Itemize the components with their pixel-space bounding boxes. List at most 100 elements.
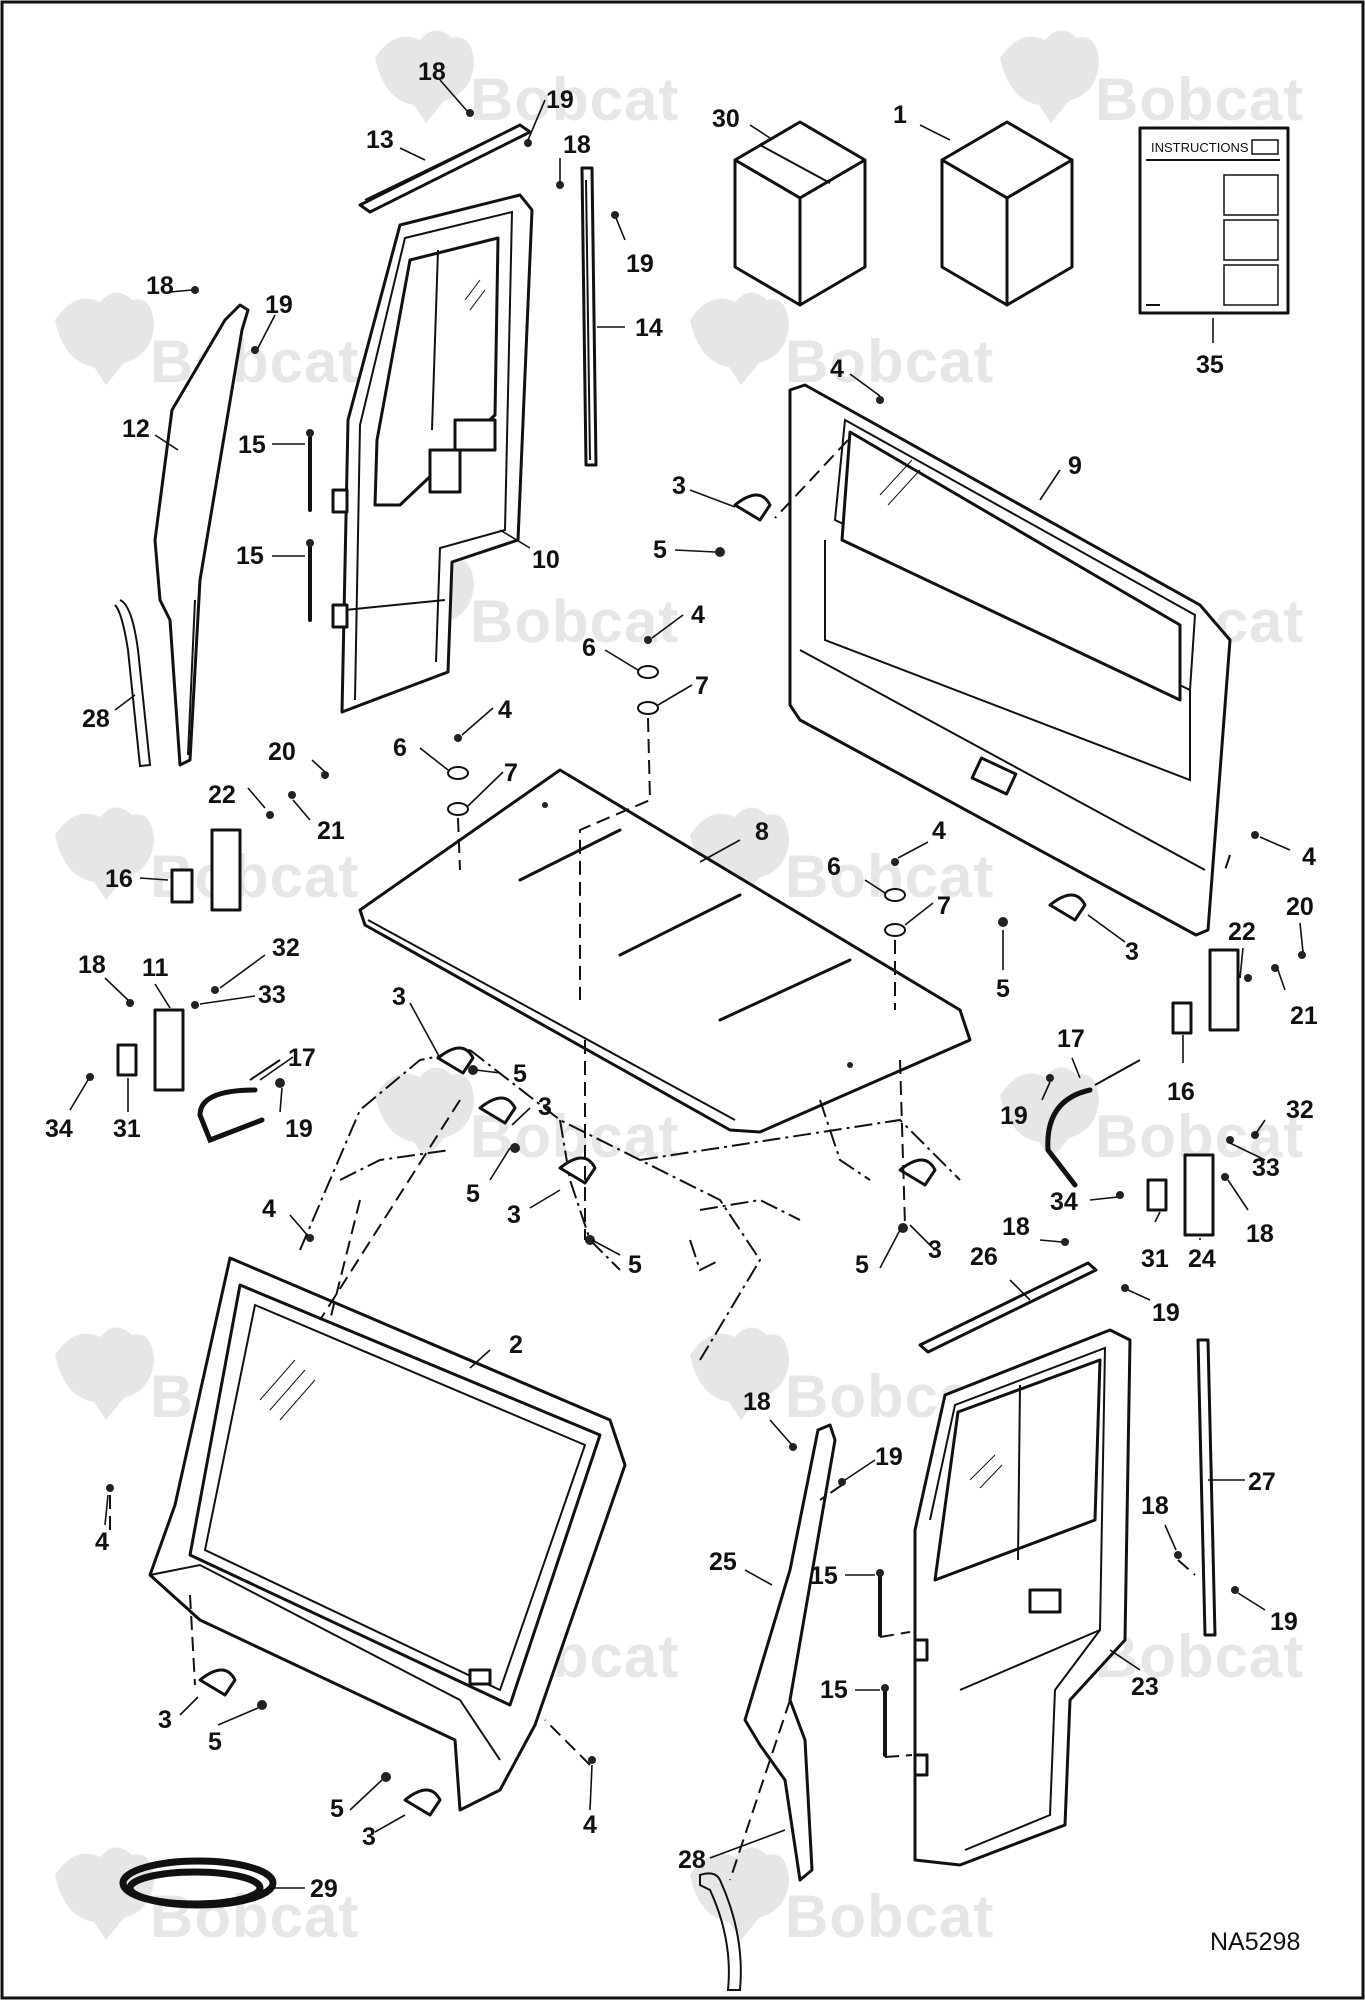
kit-box-1: [940, 120, 1074, 307]
pin-15a: [306, 429, 314, 512]
callout: 3: [158, 1706, 172, 1734]
callout: 7: [504, 759, 518, 787]
callout: 32: [1286, 1096, 1314, 1124]
callout: 35: [1196, 351, 1224, 379]
callout: 32: [272, 934, 300, 962]
bobcat-head-logo-icon: [375, 1067, 474, 1160]
callout: 7: [937, 892, 951, 920]
watermark-text: Bobcat: [470, 588, 679, 655]
watermark-text: Bobcat: [150, 328, 359, 395]
callout: 4: [498, 696, 512, 724]
callout: 3: [1125, 938, 1139, 966]
watermark-text: Bobcat: [1095, 66, 1304, 133]
drawing-id: NA5298: [1210, 1928, 1300, 1956]
callout: 7: [695, 672, 709, 700]
pin-15d: [881, 1684, 889, 1757]
callout: 18: [1141, 1492, 1169, 1520]
callout: 15: [236, 542, 264, 570]
callout: 19: [285, 1115, 313, 1143]
assembly-dash-lines: [109, 439, 1231, 1881]
callout: 1: [893, 101, 907, 129]
watermark-text: Bobcat: [1095, 1623, 1304, 1690]
callout: 17: [1057, 1025, 1085, 1053]
callout: 18: [743, 1388, 771, 1416]
latch-24: [1146, 1153, 1215, 1237]
watermark-text: Bobcat: [785, 328, 994, 395]
callout: 17: [288, 1044, 316, 1072]
seal-coil-29: [119, 1857, 277, 1909]
strip-27: [1196, 1338, 1217, 1637]
left-door-10: [331, 193, 534, 714]
callout: 4: [830, 355, 844, 383]
callout: 15: [810, 1562, 838, 1590]
callout: 19: [546, 86, 574, 114]
callout: 5: [466, 1180, 480, 1208]
callout: 23: [1131, 1673, 1159, 1701]
right-door-23: [913, 1328, 1132, 1867]
callout: 33: [258, 981, 286, 1009]
callout: 5: [330, 1795, 344, 1823]
callout: 6: [827, 853, 841, 881]
callout: 22: [1228, 918, 1256, 946]
callout: 3: [538, 1093, 552, 1121]
callout: 19: [626, 250, 654, 278]
bobcat-head-logo-icon: [690, 1327, 789, 1420]
callout: 28: [82, 705, 110, 733]
callout: 12: [122, 415, 150, 443]
latch-16-right: [1171, 948, 1240, 1035]
callout: 20: [268, 738, 296, 766]
callout: 16: [1167, 1078, 1195, 1106]
strip-13: [358, 123, 532, 214]
callout: 6: [393, 734, 407, 762]
callout: 3: [392, 983, 406, 1011]
callout: 5: [996, 975, 1010, 1003]
callout: 10: [532, 546, 560, 574]
callout: 18: [146, 272, 174, 300]
callout: 18: [418, 58, 446, 86]
callout: 26: [970, 1243, 998, 1271]
watermark-text: Bobcat: [470, 66, 679, 133]
callout: 19: [875, 1443, 903, 1471]
callout: 5: [208, 1728, 222, 1756]
callout: 19: [1270, 1608, 1298, 1636]
callout: 19: [265, 291, 293, 319]
bobcat-head-logo-icon: [1000, 30, 1099, 123]
callout: 19: [1152, 1299, 1180, 1327]
leader-lines: [69, 79, 1304, 1889]
bobcat-head-logo-icon: [55, 1327, 154, 1420]
callout: 22: [208, 781, 236, 809]
clamps-3: [198, 493, 1087, 1817]
callout: 29: [310, 1875, 338, 1903]
latch-11: [116, 1008, 185, 1092]
callout: 5: [513, 1060, 527, 1088]
callout: 15: [820, 1676, 848, 1704]
callout: 9: [1068, 452, 1082, 480]
callout: 6: [582, 634, 596, 662]
callout: 14: [635, 314, 663, 342]
windshield-frame-2: [148, 1256, 627, 1812]
callout: 4: [95, 1528, 109, 1556]
post-25: [743, 1423, 837, 1882]
callout: 3: [362, 1823, 376, 1851]
callout: 11: [142, 954, 169, 982]
latch-16-left: [170, 828, 242, 912]
callout: 4: [262, 1195, 276, 1223]
callout: 5: [855, 1251, 869, 1279]
bobcat-head-logo-icon: [690, 292, 789, 385]
callout: 2: [509, 1331, 523, 1359]
callout: 31: [1141, 1245, 1169, 1273]
pin-15c: [876, 1569, 884, 1637]
callout: 31: [113, 1115, 141, 1143]
callout: 4: [932, 817, 946, 845]
bobcat-head-logo-icon: [55, 292, 154, 385]
instructions-label: INSTRUCTIONS: [1151, 140, 1249, 155]
hardware-fasteners: [86, 109, 1306, 1782]
callout: 3: [928, 1236, 942, 1264]
callout: 24: [1188, 1245, 1216, 1273]
callout: 28: [678, 1846, 706, 1874]
callout: 16: [105, 865, 133, 893]
callout: 4: [691, 601, 705, 629]
